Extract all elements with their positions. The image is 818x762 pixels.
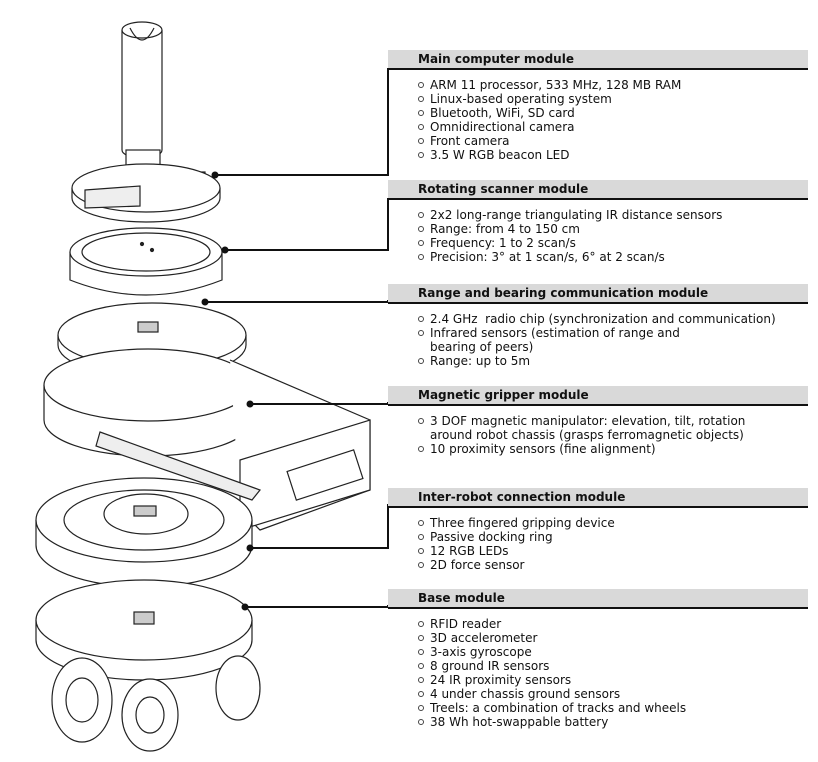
list-item: Precision: 3° at 1 scan/s, 6° at 2 scan/… [418,250,808,264]
main-computer-drawing [71,21,221,223]
list-item: 3.5 W RGB beacon LED [418,148,808,162]
inter-robot-connection-module: Inter-robot connection module Three fing… [388,488,808,572]
list-item: 12 RGB LEDs [418,544,808,558]
inter-robot-connection-drawing [35,477,253,588]
list-item: 3-axis gyroscope [418,645,808,659]
feature-list: 3 DOF magnetic manipulator: elevation, t… [388,414,808,456]
list-item: 8 ground IR sensors [418,659,808,673]
list-item: Infrared sensors (estimation of range an… [418,326,808,354]
list-item: Three fingered gripping device [418,516,808,530]
feature-list: 2x2 long-range triangulating IR distance… [388,208,808,264]
module-title: Inter-robot connection module [388,488,808,508]
list-item: Treels: a combination of tracks and whee… [418,701,808,715]
module-title: Base module [388,589,808,609]
module-title: Main computer module [388,50,808,70]
feature-list: Three fingered gripping device Passive d… [388,516,808,572]
rotating-scanner-module: Rotating scanner module 2x2 long-range t… [388,180,808,264]
list-item: Passive docking ring [418,530,808,544]
list-item: Omnidirectional camera [418,120,808,134]
module-title: Rotating scanner module [388,180,808,200]
list-item: ARM 11 processor, 533 MHz, 128 MB RAM [418,78,808,92]
feature-list: 2.4 GHz radio chip (synchronization and … [388,312,808,368]
list-item: 2.4 GHz radio chip (synchronization and … [418,312,808,326]
magnetic-gripper-drawing [43,348,371,531]
list-item: 10 proximity sensors (fine alignment) [418,442,808,456]
list-item: 2x2 long-range triangulating IR distance… [418,208,808,222]
list-item: 4 under chassis ground sensors [418,687,808,701]
rotating-scanner-drawing [69,227,223,296]
magnetic-gripper-module: Magnetic gripper module 3 DOF magnetic m… [388,386,808,456]
list-item: Frequency: 1 to 2 scan/s [418,236,808,250]
list-item: Range: up to 5m [418,354,808,368]
list-item: Range: from 4 to 150 cm [418,222,808,236]
feature-list: RFID reader 3D accelerometer 3-axis gyro… [388,617,808,729]
list-item: 38 Wh hot-swappable battery [418,715,808,729]
base-drawing [35,579,261,752]
list-item: 3D accelerometer [418,631,808,645]
list-item: 24 IR proximity sensors [418,673,808,687]
list-item: Front camera [418,134,808,148]
main-computer-module: Main computer module ARM 11 processor, 5… [388,50,808,162]
list-item: RFID reader [418,617,808,631]
module-title: Range and bearing communication module [388,284,808,304]
list-item: 3 DOF magnetic manipulator: elevation, t… [418,414,808,442]
leader-dots [201,171,254,611]
list-item: Linux-based operating system [418,92,808,106]
list-item: Bluetooth, WiFi, SD card [418,106,808,120]
range-bearing-module: Range and bearing communication module 2… [388,284,808,368]
list-item: 2D force sensor [418,558,808,572]
module-title: Magnetic gripper module [388,386,808,406]
base-module: Base module RFID reader 3D accelerometer… [388,589,808,729]
feature-list: ARM 11 processor, 533 MHz, 128 MB RAM Li… [388,78,808,162]
